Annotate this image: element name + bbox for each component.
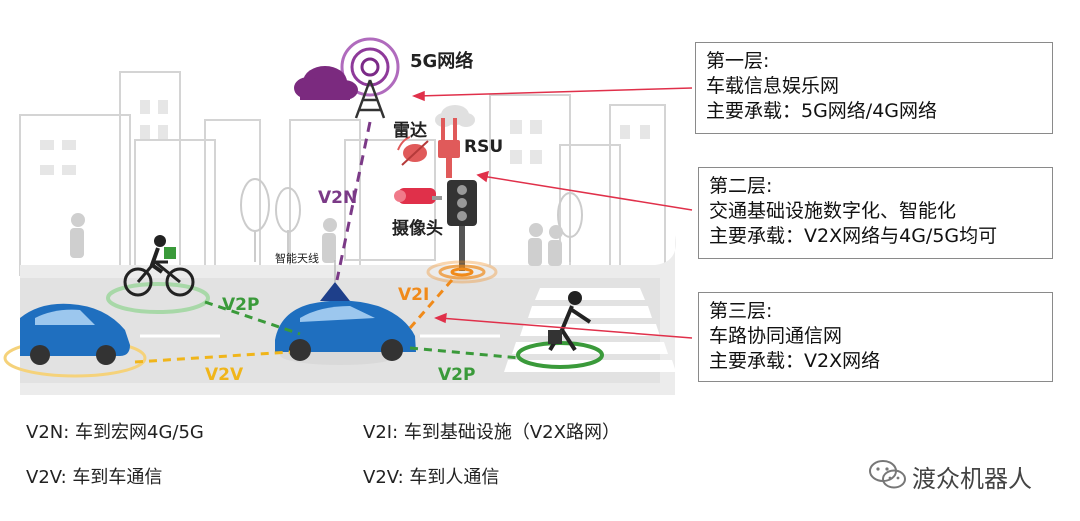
pedestrian-icon (516, 291, 604, 369)
building-windows (40, 100, 650, 175)
link-v2n (335, 121, 372, 281)
cyclist-icon (106, 235, 210, 314)
cloud-icon (294, 66, 358, 100)
watermark-text: 渡众机器人 (912, 465, 1032, 493)
camera-icon (394, 188, 442, 204)
signal-ring-i (426, 260, 498, 284)
city-skyline (19, 71, 666, 276)
label-v2i: V2I (398, 285, 429, 305)
layer-box-1: 第一层: 车载信息娱乐网 主要承载：5G网络/4G网络 (695, 42, 1053, 134)
link-v2p-left (204, 300, 301, 336)
legend-v2n: V2N: 车到宏网4G/5G (26, 422, 204, 443)
car-left-icon (3, 303, 147, 378)
radar-icon (397, 136, 429, 166)
link-v2i (408, 279, 454, 329)
layer-3-title: 第三层: (709, 300, 773, 322)
layer-1-carrier: 主要承载：5G网络/4G网络 (706, 100, 938, 122)
legend-v2v: V2V: 车到车通信 (26, 467, 163, 488)
tower-icon (340, 37, 400, 119)
traffic-light-icon (447, 180, 477, 271)
legend-v2i: V2I: 车到基础设施（V2X路网） (363, 422, 620, 443)
link-v2p-right (409, 346, 521, 360)
watermark: 渡众机器人 (868, 456, 1058, 493)
layer-2-desc: 交通基础设施数字化、智能化 (709, 200, 957, 222)
car-main-icon (275, 260, 416, 365)
rsu-icon (438, 118, 460, 178)
layer-3-carrier: 主要承载：V2X网络 (709, 350, 881, 372)
label-v2p-left: V2P (222, 295, 259, 315)
label-5g: 5G网络 (410, 50, 473, 72)
label-antenna: 智能天线 (275, 251, 319, 265)
wechat-icon (869, 460, 906, 489)
label-v2v: V2V (205, 365, 244, 385)
legend-v2p: V2V: 车到人通信 (363, 467, 500, 488)
label-v2n: V2N (318, 188, 357, 208)
layer-1-desc: 车载信息娱乐网 (706, 75, 840, 97)
pedestrians (70, 213, 563, 266)
layer-2-title: 第二层: (709, 175, 773, 197)
layer-2-carrier: 主要承载：V2X网络与4G/5G均可 (709, 225, 998, 247)
label-radar: 雷达 (393, 120, 427, 141)
layer-box-2: 第二层: 交通基础设施数字化、智能化 主要承载：V2X网络与4G/5G均可 (698, 167, 1053, 259)
trees (240, 178, 583, 262)
arrows (411, 87, 693, 339)
layer-1-title: 第一层: (706, 50, 770, 72)
label-rsu: RSU (464, 137, 503, 157)
layer-3-desc: 车路协同通信网 (709, 325, 843, 347)
link-v2v (134, 350, 291, 364)
label-camera: 摄像头 (392, 218, 443, 239)
label-v2p-right: V2P (438, 365, 475, 385)
layer-box-3: 第三层: 车路协同通信网 主要承载：V2X网络 (698, 292, 1053, 382)
